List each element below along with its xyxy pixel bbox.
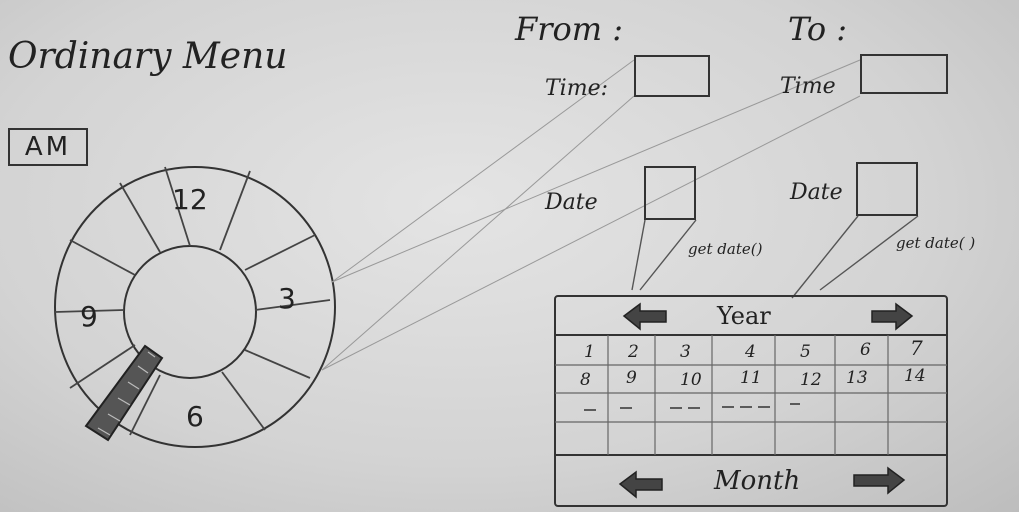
calendar-day[interactable]: 2 [628,342,639,362]
month-next-arrow[interactable] [853,466,906,495]
calendar-day[interactable]: 1 [584,342,595,362]
year-next-arrow[interactable] [871,302,914,331]
from-date-label: Date [545,190,598,215]
clock-hand[interactable] [84,344,164,442]
calendar-month-label: Month [714,466,801,496]
to-label: To : [788,10,848,48]
calendar-day[interactable]: 3 [680,342,691,362]
clock-hour-9[interactable]: 9 [80,300,98,333]
calendar-day[interactable]: 4 [745,342,756,362]
to-date-input[interactable] [856,162,918,216]
to-get-date-label: get date( ) [896,234,976,252]
to-time-label: Time [780,74,836,99]
calendar-day[interactable]: 7 [910,336,923,360]
from-time-label: Time: [545,76,609,101]
calendar-frame [554,295,948,507]
page-title: Ordinary Menu [8,36,288,77]
from-time-input[interactable] [634,55,710,97]
calendar-day[interactable]: 9 [626,368,637,388]
clock-segment-dividers [54,166,331,436]
calendar-day[interactable]: 11 [740,368,762,388]
calendar-day[interactable]: 13 [846,368,868,388]
clock-hour-6[interactable]: 6 [186,400,204,433]
calendar-day[interactable]: 14 [904,366,926,386]
calendar-day[interactable]: 12 [800,370,822,390]
month-prev-arrow[interactable] [618,470,663,499]
calendar-day[interactable]: 5 [800,342,811,362]
to-time-input[interactable] [860,54,948,94]
from-get-date-label: get date() [688,240,763,258]
clock-hour-3[interactable]: 3 [278,282,296,315]
from-date-input[interactable] [644,166,696,220]
calendar-grid [555,335,947,455]
clock-hour-12[interactable]: 12 [172,183,208,216]
from-label: From : [515,10,624,48]
year-prev-arrow[interactable] [622,302,667,331]
calendar-day[interactable]: 10 [680,370,702,390]
calendar-day[interactable]: 8 [580,370,591,390]
calendar-day[interactable]: 6 [860,340,871,360]
date-projection-lines [631,215,919,299]
calendar-year-label: Year [717,302,771,330]
to-date-label: Date [790,180,843,205]
am-pm-toggle-button[interactable]: AM [8,128,88,166]
projection-lines [321,59,861,371]
calendar-placeholder-dashes [584,403,800,411]
clock-outer-ring [54,166,336,448]
